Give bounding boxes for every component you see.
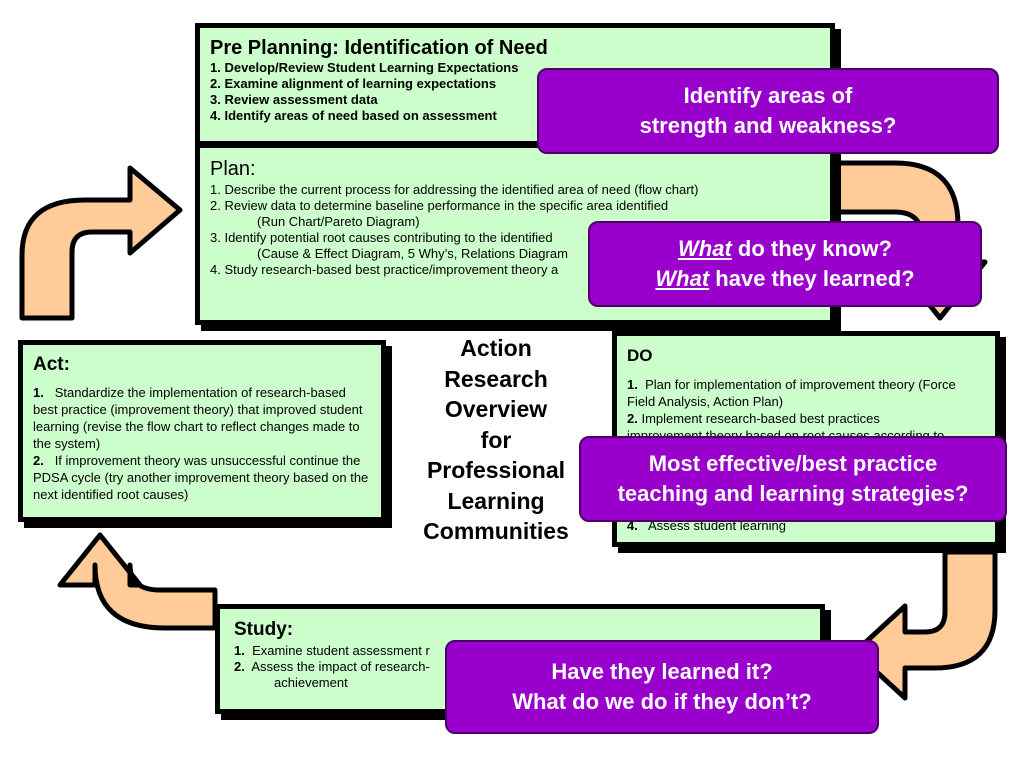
- callout-identify-line1: Identify areas of: [683, 83, 853, 108]
- center-title-line: Research: [444, 365, 548, 392]
- do-item-2: 2. Implement research-based best practic…: [627, 410, 985, 427]
- center-title-line: Professional: [426, 457, 566, 483]
- do-title: DO: [627, 346, 653, 365]
- center-title: Action Research Overview for Professiona…: [396, 333, 596, 547]
- callout-know-what1: What: [678, 236, 732, 261]
- callout-identify-areas: Identify areas of strength and weakness?: [537, 68, 999, 154]
- plan-item-2-sub: (Run Chart/Pareto Diagram): [257, 214, 420, 229]
- callout-know-what2: What: [655, 266, 710, 291]
- callout-learned-line2: What do we do if they don’t?: [512, 689, 812, 714]
- study-item-1: 1. Examine student assessment r: [234, 643, 806, 659]
- study-item-2: 2. Assess the impact of research-: [234, 659, 806, 675]
- center-title-line: Communities: [423, 518, 569, 544]
- callout-effective-practice: Most effective/best practice teaching an…: [579, 436, 1007, 522]
- study-item-2-num: 2.: [234, 659, 245, 674]
- preplanning-item: 3. Review assessment data: [210, 92, 378, 107]
- study-item-2-text: Assess the impact of research-: [251, 659, 430, 674]
- preplanning-item: 4. Identify areas of need based on asses…: [210, 108, 497, 123]
- callout-know-rest1: do they know?: [731, 236, 892, 261]
- do-item-2-num: 2.: [627, 411, 638, 426]
- act-title: Act:: [33, 354, 70, 375]
- plan-item-3: 3. Identify potential root causes contri…: [210, 230, 553, 245]
- act-item-2: 2. If improvement theory was unsuccessfu…: [33, 452, 371, 503]
- act-item-1: 1. Standardize the implementation of res…: [33, 384, 371, 452]
- arrow-act-to-plan: [19, 165, 183, 321]
- arrow-do-to-study: [852, 549, 998, 701]
- center-title-line: Action: [460, 335, 532, 361]
- act-item-2-num: 2.: [33, 453, 44, 468]
- plan-title: Plan:: [210, 158, 256, 180]
- plan-item-3-sub: (Cause & Effect Diagram, 5 Why’s, Relati…: [257, 246, 568, 261]
- callout-know-line2: What have they learned?: [590, 264, 980, 294]
- plan-item-1: 1. Describe the current process for addr…: [210, 182, 699, 197]
- study-item-2-sub: achievement: [274, 675, 348, 690]
- callout-learned-it: Have they learned it? What do we do if t…: [445, 640, 879, 734]
- study-item-1-text: Examine student assessment r: [252, 643, 430, 658]
- do-item-2-text: Implement research-based best practices: [641, 411, 880, 426]
- study-item-1-num: 1.: [234, 643, 245, 658]
- callout-know-line1: What do they know?: [590, 234, 980, 264]
- center-title-line: Overview: [444, 396, 548, 422]
- preplanning-item: 2. Examine alignment of learning expecta…: [210, 76, 497, 91]
- callout-learned-line1: Have they learned it?: [551, 659, 773, 684]
- act-item-1-text: Standardize the implementation of resear…: [33, 385, 363, 451]
- preplanning-list: 1. Develop/Review Student Learning Expec…: [210, 60, 820, 124]
- callout-identify-line2: strength and weakness?: [639, 113, 897, 138]
- act-item-1-num: 1.: [33, 385, 44, 400]
- preplanning-item: 1. Develop/Review Student Learning Expec…: [210, 60, 519, 75]
- plan-list: 1. Describe the current process for addr…: [210, 182, 820, 278]
- plan-item-2: 2. Review data to determine baseline per…: [210, 198, 669, 213]
- arrow-study-to-act: [57, 532, 218, 631]
- act-item-2-text: If improvement theory was unsuccessful c…: [33, 453, 369, 502]
- center-title-line: Learning: [447, 487, 545, 514]
- callout-know-rest2: have they learned?: [709, 266, 915, 291]
- do-item-1-num: 1.: [627, 377, 638, 392]
- callout-effective-line1: Most effective/best practice: [648, 451, 938, 476]
- do-item-1-text: Plan for implementation of improvement t…: [627, 377, 956, 409]
- center-title-line: for: [480, 426, 512, 453]
- plan-item-4: 4. Study research-based best practice/im…: [210, 262, 559, 277]
- study-title: Study:: [234, 619, 294, 640]
- preplanning-title: Pre Planning: Identification of Need: [210, 37, 548, 59]
- do-item-1: 1. Plan for implementation of improvemen…: [627, 376, 985, 410]
- callout-what-know: What do they know? What have they learne…: [588, 221, 982, 307]
- do-item-4-num: 4.: [627, 518, 638, 533]
- act-box: Act: 1. Standardize the implementation o…: [18, 340, 386, 522]
- callout-effective-line2: teaching and learning strategies?: [617, 481, 969, 506]
